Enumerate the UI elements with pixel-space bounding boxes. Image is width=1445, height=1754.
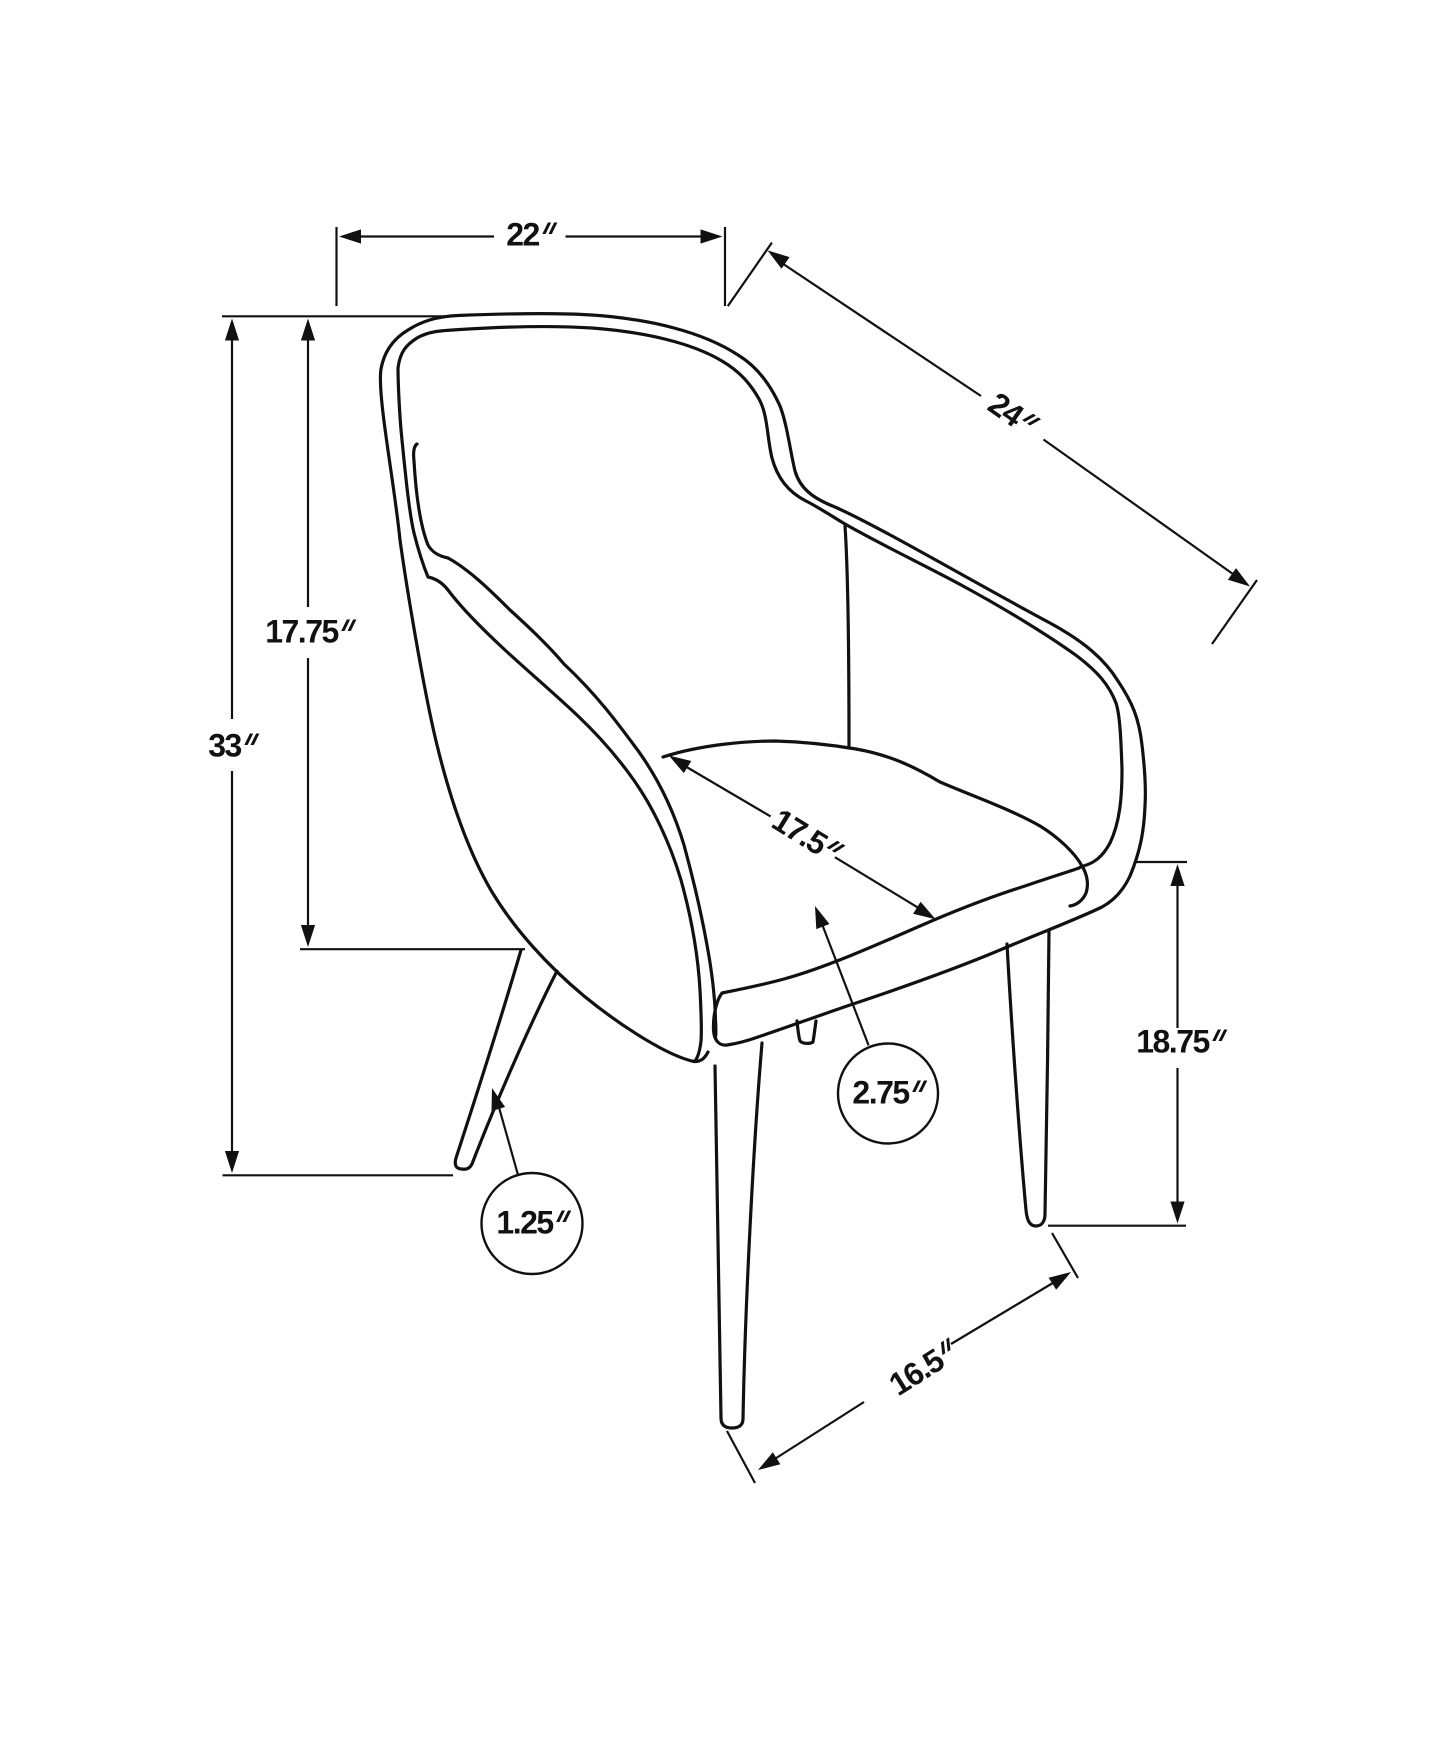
svg-text:18.75: 18.75: [1136, 1024, 1209, 1060]
svg-text:22: 22: [506, 217, 539, 253]
svg-text:1.25: 1.25: [496, 1205, 553, 1241]
svg-text:17.75: 17.75: [265, 614, 338, 650]
svg-text:33: 33: [208, 728, 241, 764]
svg-text:2.75: 2.75: [852, 1075, 909, 1111]
